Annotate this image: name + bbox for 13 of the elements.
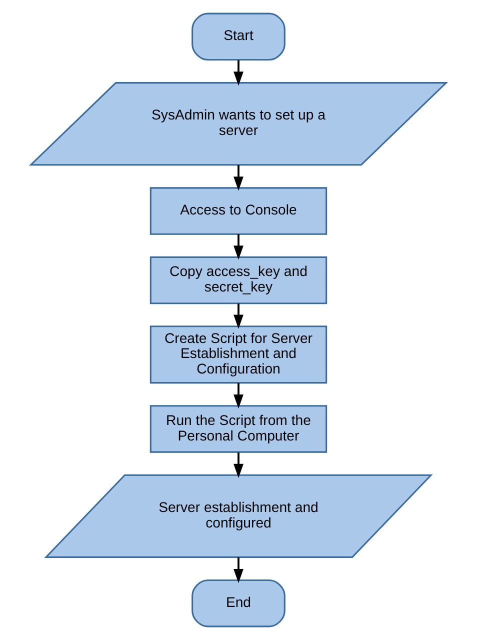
arrow <box>234 303 244 329</box>
arrow <box>234 557 244 584</box>
arrow <box>234 60 244 86</box>
node-box: End <box>192 580 286 628</box>
arrow <box>234 452 244 478</box>
node-box: Run the Script from the Personal Computer <box>150 405 328 453</box>
arrow <box>234 234 244 260</box>
node-box: Start <box>192 12 286 60</box>
node-box: Create Script for Server Establishment and Configuration <box>150 326 328 384</box>
arrow <box>234 383 244 409</box>
node-box: Access to Console <box>150 187 328 235</box>
node-box: Copy access_key and secret_key <box>150 256 328 304</box>
arrow <box>234 164 244 191</box>
